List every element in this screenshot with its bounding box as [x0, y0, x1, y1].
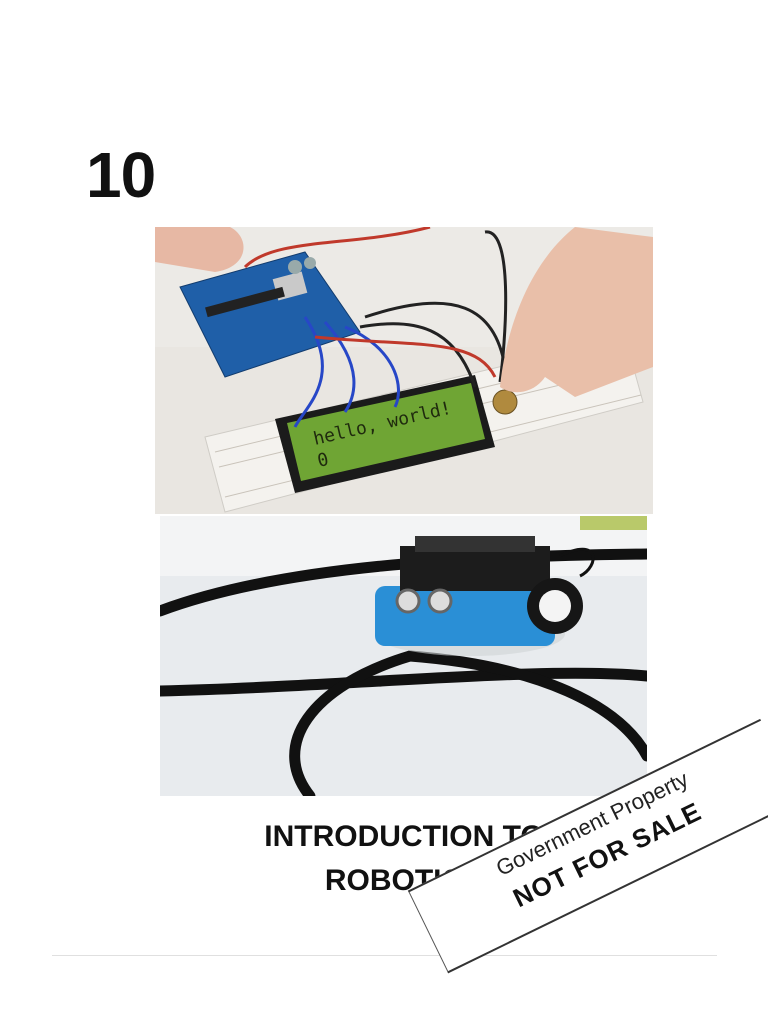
footer-divider — [52, 955, 717, 956]
robot-track-photo — [160, 516, 647, 796]
lcd-text-line2: 0 — [315, 449, 330, 472]
grade-number: 10 — [86, 139, 156, 211]
arduino-lcd-photo: hello, world! 0 — [155, 227, 653, 514]
